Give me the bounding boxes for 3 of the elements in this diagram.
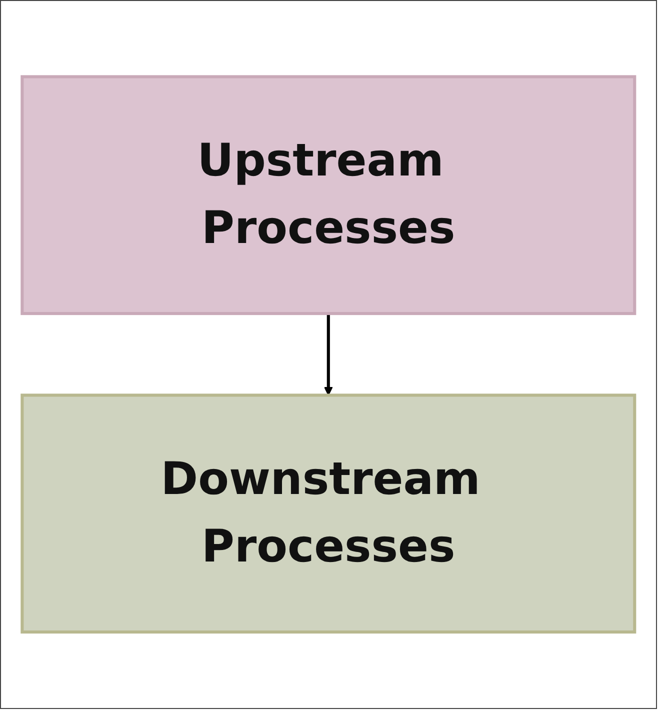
arrow [324, 314, 333, 396]
process-label: Upstream Processes [196, 134, 456, 256]
process-label: Downstream Processes [160, 452, 482, 575]
